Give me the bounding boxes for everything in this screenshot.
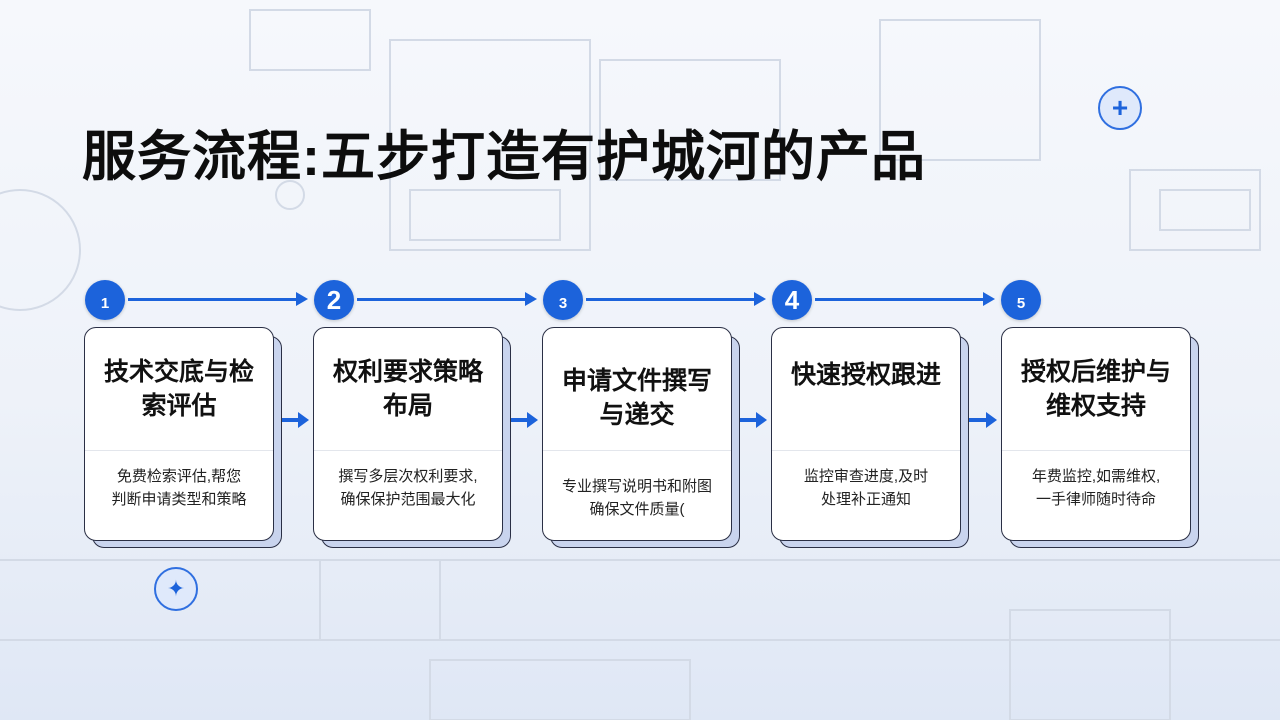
connector-arrow — [586, 292, 766, 306]
step-card: 申请文件撰写与递交 专业撰写说明书和附图确保文件质量( — [542, 327, 732, 541]
step-description: 年费监控,如需维权, — [1031, 468, 1161, 485]
connector-arrow — [815, 292, 995, 306]
step-description: 确保保护范围最大化 — [340, 491, 476, 508]
step-heading: 权利要求策略布局 — [314, 328, 502, 451]
page-title: 服务流程:五步打造有护城河的产品 — [82, 127, 926, 187]
step-description: 一手律师随时待命 — [1035, 491, 1156, 508]
step-card: 技术交底与检索评估 免费检索评估,帮您判断申请类型和策略 — [84, 327, 274, 541]
plus-icon: + — [1098, 86, 1142, 130]
sparkle-icon: ✦ — [154, 567, 198, 611]
connector-arrow — [128, 292, 308, 306]
step-number-badge: 2 — [314, 280, 354, 320]
connector-arrow — [731, 412, 767, 428]
step-number-badge: 4 — [772, 280, 812, 320]
step-heading: 申请文件撰写与递交 — [543, 328, 731, 451]
step-heading: 技术交底与检索评估 — [85, 328, 273, 451]
step-description: 免费检索评估,帮您 — [116, 468, 242, 485]
step-number-badge: 3 — [543, 280, 583, 320]
step-heading: 快速授权跟进 — [772, 328, 960, 451]
step-description: 专业撰写说明书和附图 — [561, 478, 712, 495]
connector-arrow — [357, 292, 537, 306]
step-number-badge: 1 — [85, 280, 125, 320]
step-card: 权利要求策略布局 撰写多层次权利要求, 确保保护范围最大化 — [313, 327, 503, 541]
step-number-badge: 5 — [1001, 280, 1041, 320]
connector-arrow — [502, 412, 538, 428]
step-description: 撰写多层次权利要求, — [338, 468, 478, 485]
step-card: 快速授权跟进 监控审查进度,及时处理补正通知 — [771, 327, 961, 541]
step-description: 判断申请类型和策略 — [111, 491, 247, 508]
step-description: 监控审查进度,及时 — [803, 468, 929, 485]
step-description: 确保文件质量( — [589, 501, 685, 518]
step-description: 处理补正通知 — [820, 491, 911, 508]
connector-arrow — [273, 412, 309, 428]
connector-arrow — [961, 412, 997, 428]
step-card: 授权后维护与维权支持 年费监控,如需维权, 一手律师随时待命 — [1001, 327, 1191, 541]
step-heading: 授权后维护与维权支持 — [1002, 328, 1190, 451]
